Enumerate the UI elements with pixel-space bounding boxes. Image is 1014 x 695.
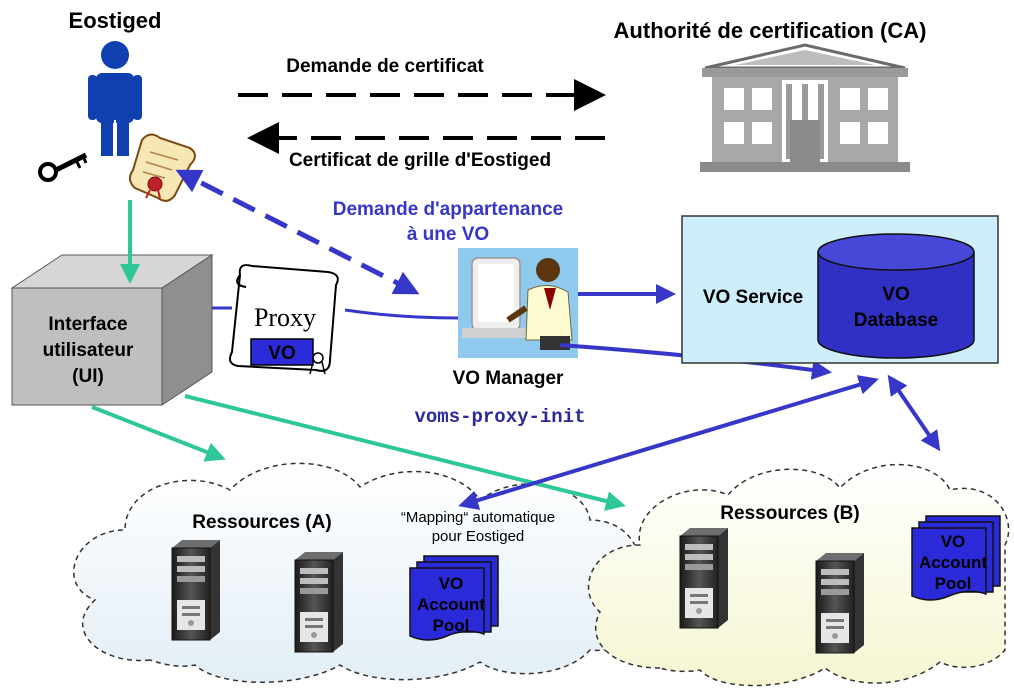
resources-b-title: Ressources (B) <box>720 503 859 524</box>
database-to-resources-b-arrow <box>887 374 941 452</box>
database-icon <box>817 233 975 359</box>
pool-a-line2: Account <box>417 595 485 614</box>
server-a1-icon <box>171 539 221 641</box>
mapping-label-line2: pour Eostiged <box>432 528 525 545</box>
database-label-line1: VO <box>882 284 909 305</box>
ui-box-line3: (UI) <box>72 366 104 387</box>
server-a2-icon <box>294 551 344 653</box>
ui-to-resources-a-arrow <box>91 405 226 462</box>
vo-membership-label-line2: à une VO <box>407 224 489 245</box>
ca-title: Authorité de certification (CA) <box>614 18 927 43</box>
ui-box <box>10 254 214 406</box>
ui-box-line1: Interface <box>48 314 127 335</box>
pool-b-line3: Pool <box>935 574 972 593</box>
ui-box-line2: utilisateur <box>43 340 134 361</box>
server-b2-icon <box>815 552 865 654</box>
certificate-scroll-icon <box>129 133 196 202</box>
proxy-vo-badge-label: VO <box>268 343 295 364</box>
server-b1-icon <box>679 527 729 629</box>
database-label-line2: Database <box>854 310 939 331</box>
pool-b-line1: VO <box>941 532 966 551</box>
key-icon <box>38 152 88 182</box>
pool-b-line2: Account <box>919 553 987 572</box>
proxy-vo-badge <box>250 338 314 366</box>
proxy-label: Proxy <box>254 303 316 332</box>
vo-membership-label-line1: Demande d'appartenance <box>333 199 563 220</box>
vo-service-label: VO Service <box>703 287 803 308</box>
pool-a-line1: VO <box>439 574 464 593</box>
vo-membership-arrow <box>175 169 420 295</box>
proxy-to-manager-line <box>344 308 459 320</box>
person-icon <box>88 41 142 156</box>
pool-a-line3: Pool <box>433 616 470 635</box>
user-name: Eostiged <box>69 8 162 33</box>
mapping-double-arrow <box>458 375 879 510</box>
cloud-resources-a <box>73 462 645 683</box>
cert-request-label: Demande de certificat <box>286 56 484 77</box>
vo-manager-label: VO Manager <box>453 368 564 389</box>
resources-a-title: Ressources (A) <box>192 512 331 533</box>
cloud-resources-b <box>587 463 1010 687</box>
vo-manager-icon <box>458 248 578 358</box>
mapping-label-line1: “Mapping“ automatique <box>401 509 555 526</box>
grid-cert-label: Certificat de grille d'Eostiged <box>289 150 551 171</box>
vo-manager-command: voms-proxy-init <box>414 406 585 428</box>
building-icon <box>700 43 910 172</box>
